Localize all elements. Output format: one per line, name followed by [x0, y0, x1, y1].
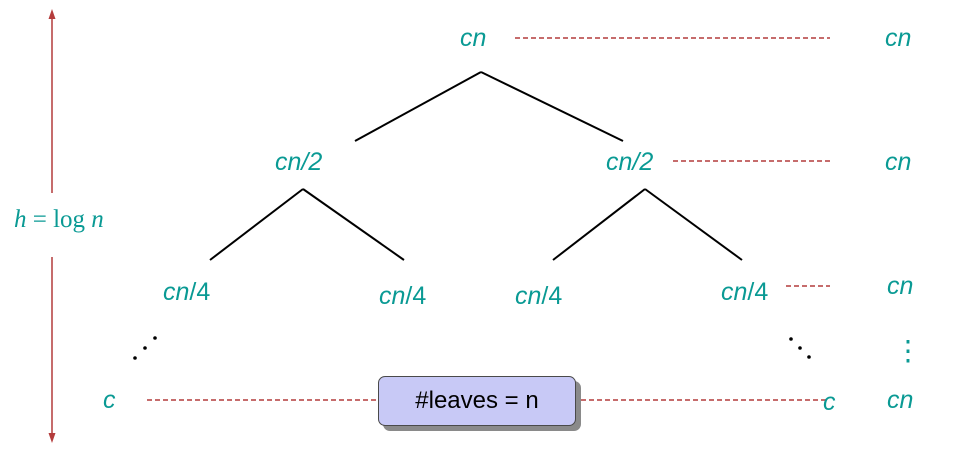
node-level2-1-pre: cn [163, 278, 190, 306]
node-level1-left: cn/2 [275, 148, 323, 176]
row-cost-4: cn [887, 386, 914, 414]
height-arrow-head-down [48, 433, 56, 443]
edge-root-left [354, 71, 482, 142]
edge-root-right [480, 71, 624, 142]
height-label-n: n [91, 206, 104, 233]
node-level1-right: cn/2 [606, 148, 654, 176]
leaf-left: c [103, 386, 116, 414]
ellipsis-left-dot-3 [133, 356, 137, 360]
height-label-eq: = log [26, 206, 92, 233]
leaves-count-box: #leaves = n [378, 376, 576, 426]
row-cost-0: cn [885, 24, 912, 52]
leaves-count-text: #leaves = n [415, 387, 539, 414]
node-level2-1-post: /4 [189, 278, 211, 306]
ellipsis-left-dot-1 [153, 336, 157, 340]
ellipsis-right-dot-2 [798, 346, 802, 350]
ellipsis-right-dot-3 [807, 355, 811, 359]
node-level2-1: cn/4 [163, 280, 210, 305]
node-level2-4: cn/4 [721, 280, 768, 305]
leaf-right: c [823, 388, 836, 416]
edge-left-right [302, 188, 405, 261]
row-cost-2: cn [887, 272, 914, 300]
height-arrow-head-up [48, 9, 56, 19]
node-level2-3: cn/4 [515, 284, 562, 309]
node-level2-2-post: /4 [405, 282, 427, 310]
row-cost-3: ⋮ [894, 335, 922, 366]
ellipsis-left-dot-2 [143, 346, 147, 350]
node-level2-2: cn/4 [379, 284, 426, 309]
ellipsis-right-dot-1 [789, 337, 793, 341]
edge-right-left [552, 188, 646, 261]
row-cost-1: cn [885, 148, 912, 176]
node-level2-2-pre: cn [379, 282, 406, 310]
edge-left-left [209, 188, 304, 261]
node-level2-3-pre: cn [515, 282, 542, 310]
node-level2-4-pre: cn [721, 278, 748, 306]
height-label-var: h [14, 206, 27, 233]
edge-right-right [644, 188, 743, 261]
node-level2-4-post: /4 [747, 278, 769, 306]
node-root: cn [460, 24, 487, 52]
height-label: h = log n [12, 207, 106, 232]
node-level2-3-post: /4 [541, 282, 563, 310]
